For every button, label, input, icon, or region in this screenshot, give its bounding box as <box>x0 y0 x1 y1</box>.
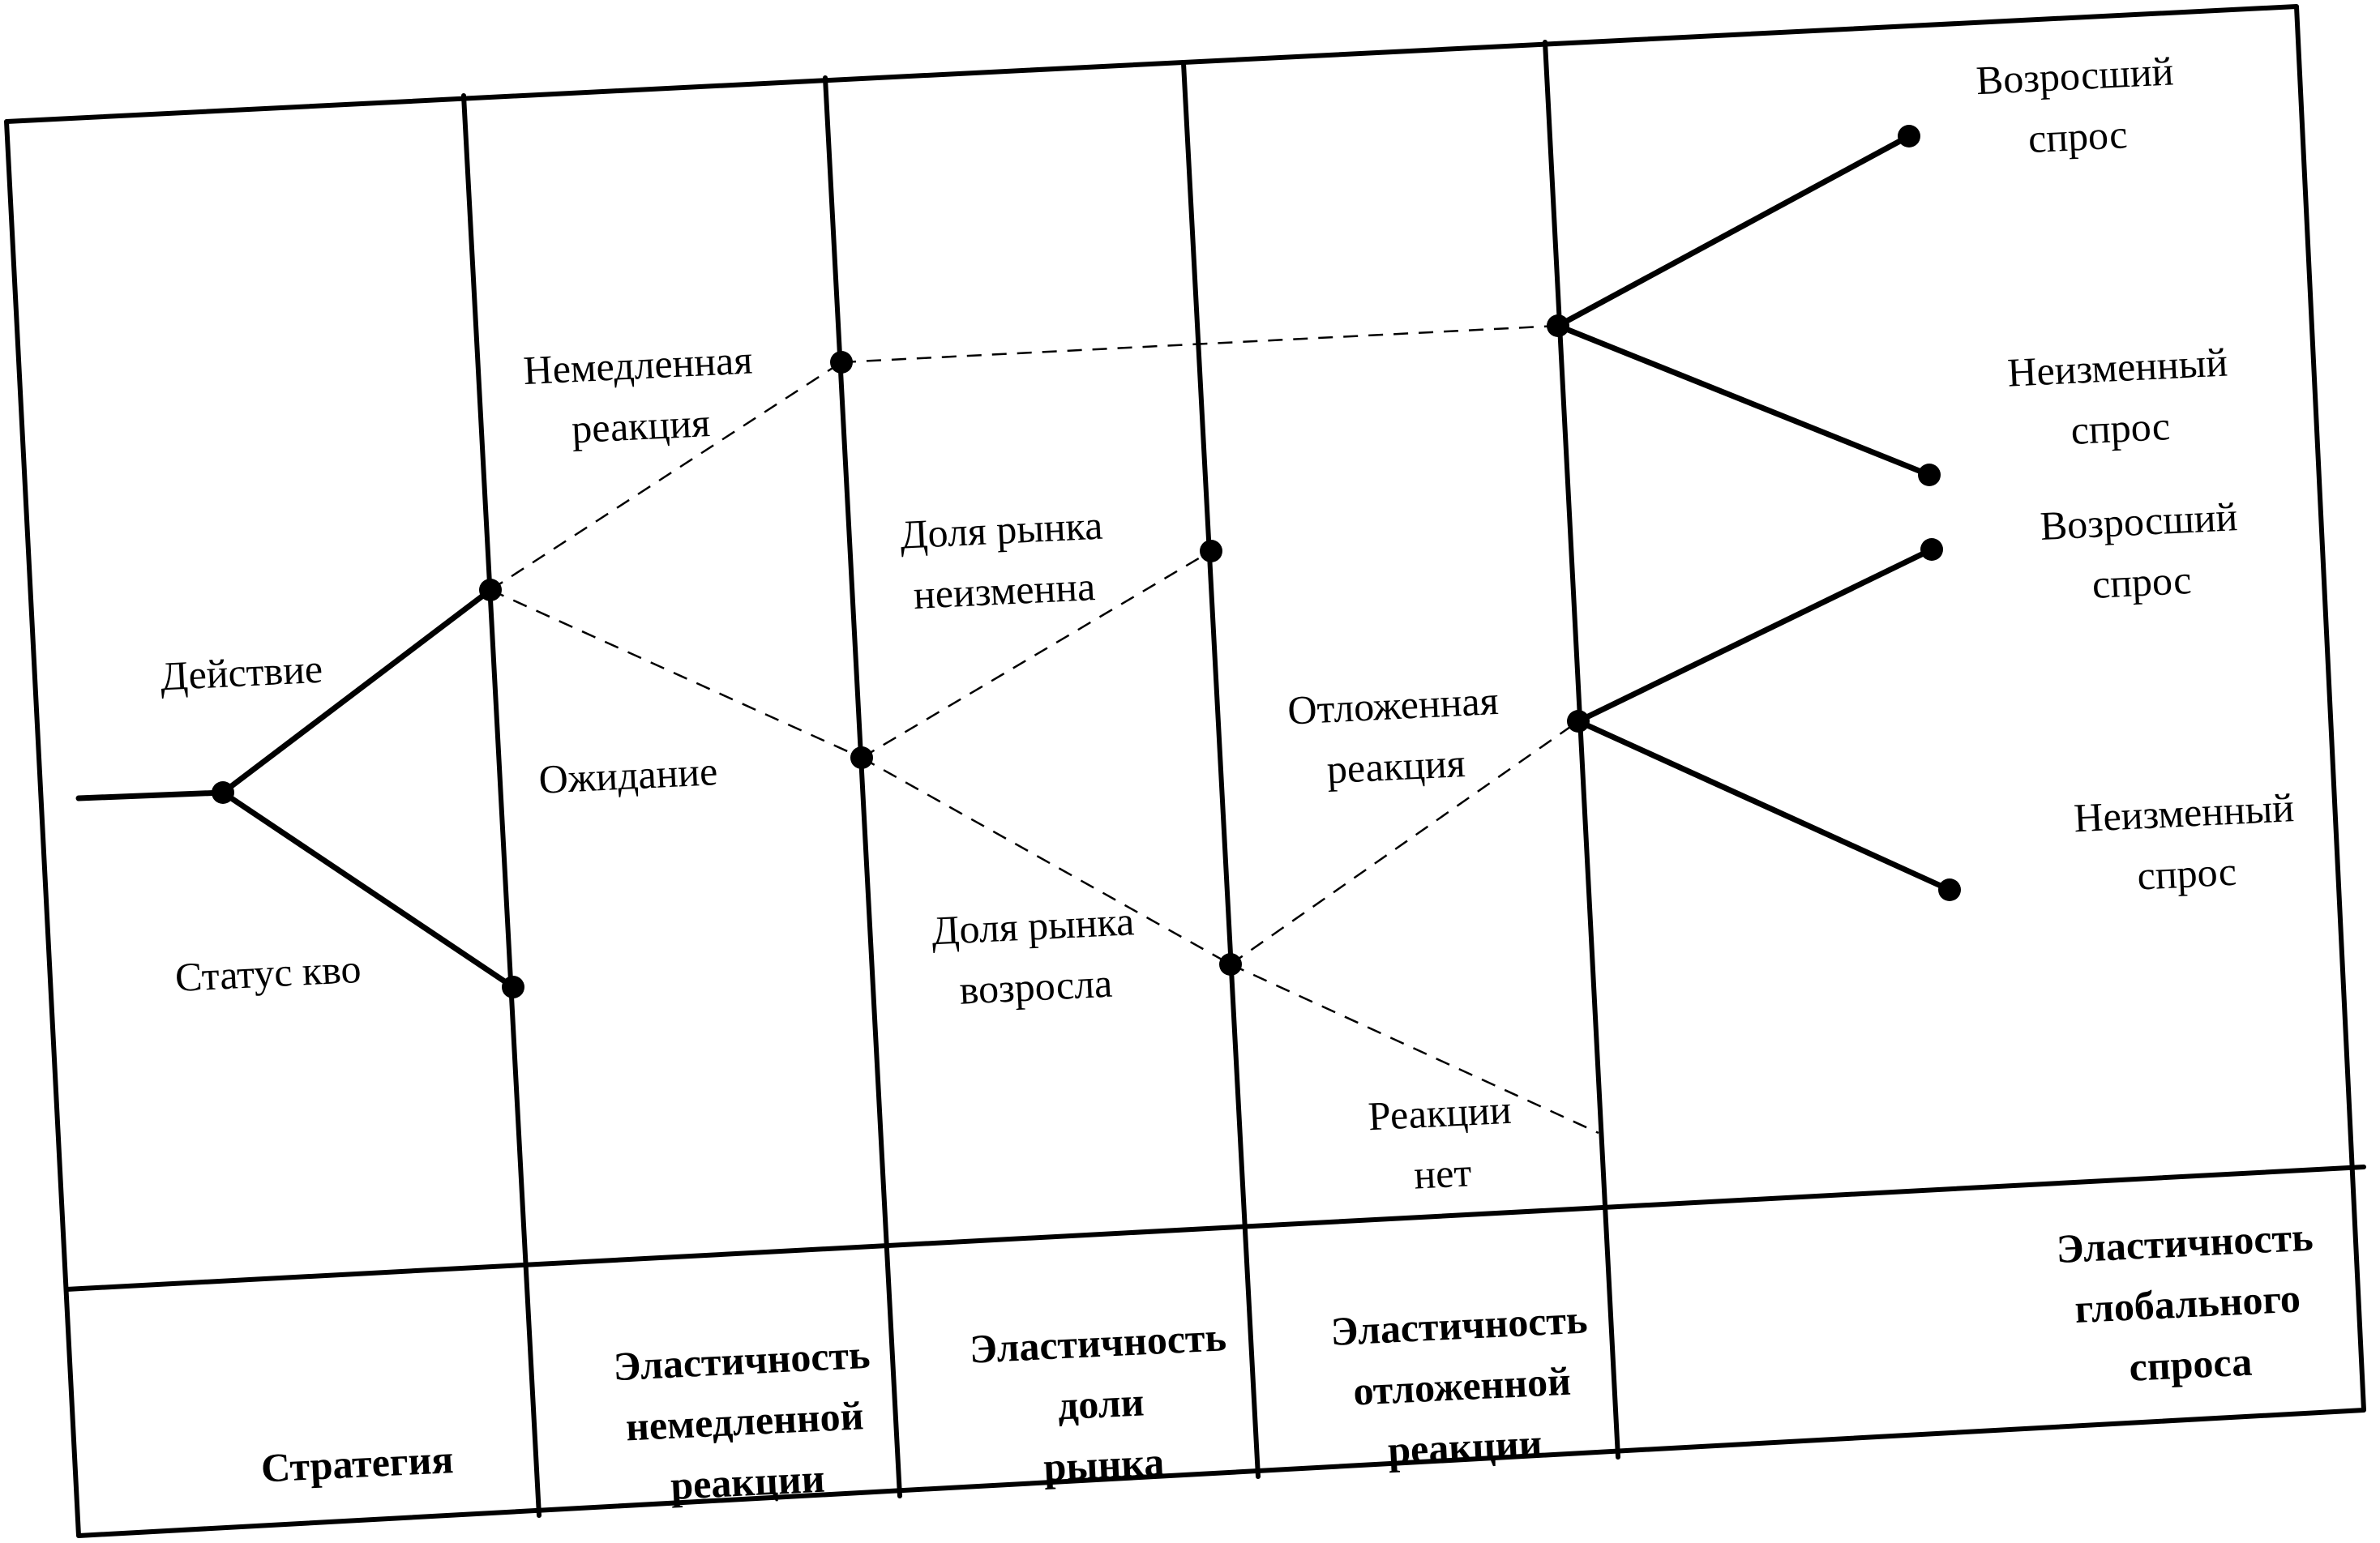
diagram-frame <box>4 4 2366 1538</box>
column-divider-1 <box>461 93 541 1518</box>
header-delayed-line3: реакции <box>1387 1420 1543 1472</box>
global-demand-node-bottom <box>1567 710 1590 733</box>
header-global-demand-line3: спроса <box>2128 1339 2253 1390</box>
header-delayed-line1: Эластичность <box>1329 1297 1588 1354</box>
demand-grown-top-label-line1: Возросший <box>1975 48 2174 103</box>
delayed-reaction-label-line2: реакция <box>1325 740 1466 792</box>
waiting-label: Ожидание <box>537 748 718 802</box>
demand-same-top-branch <box>1555 323 1933 478</box>
demand-same-top-label-line2: спрос <box>2070 403 2171 453</box>
immediate-reaction-label-line2: реакция <box>571 400 711 451</box>
status-quo-node <box>502 976 524 998</box>
share-unchanged-label-line1: Доля рынка <box>899 502 1103 558</box>
column-divider-4 <box>1543 40 1620 1460</box>
demand-same-top-label-line1: Неизменный <box>2006 340 2228 395</box>
delayed-reaction-branch <box>1230 720 1579 966</box>
share-unchanged-branch <box>861 549 1212 759</box>
demand-grown-top-branch <box>1555 133 1912 329</box>
action-node <box>479 579 502 601</box>
action-label: Действие <box>159 646 323 699</box>
demand-same-bottom-label-line2: спрос <box>2136 848 2237 899</box>
header-delayed-line2: отложенной <box>1352 1358 1572 1414</box>
header-immediate-line2: немедленной <box>625 1392 865 1449</box>
header-market-share-line1: Эластичность <box>969 1314 1227 1371</box>
share-grown-node <box>1219 953 1242 976</box>
header-strategy: Стратегия <box>260 1436 455 1491</box>
demand-same-bottom-node <box>1938 878 1961 901</box>
header-global-demand-line2: глобального <box>2074 1276 2301 1332</box>
immediate-to-demand-link <box>841 324 1559 364</box>
waiting-node <box>850 746 873 769</box>
header-immediate-line1: Эластичность <box>612 1331 871 1389</box>
share-grown-label-line1: Доля рынка <box>931 898 1135 953</box>
action-branch <box>220 587 494 796</box>
header-market-share-line2: доли <box>1057 1378 1145 1428</box>
status-quo-branch <box>220 789 516 990</box>
demand-grown-bottom-label-line2: спрос <box>2091 557 2193 607</box>
demand-same-top-node <box>1918 464 1941 486</box>
root-node <box>212 781 234 804</box>
header-market-share-line3: рынка <box>1042 1438 1165 1490</box>
demand-grown-bottom-branch <box>1575 546 1935 724</box>
root-branch <box>75 789 226 801</box>
demand-grown-bottom-label-line1: Возросший <box>2039 494 2238 549</box>
column-divider-3 <box>1181 61 1261 1479</box>
header-immediate-line3: реакции <box>670 1455 826 1508</box>
immediate-reaction-label-line1: Немедленная <box>522 336 753 393</box>
demand-same-bottom-branch <box>1575 718 1953 893</box>
demand-same-bottom-label-line1: Неизменный <box>2073 784 2295 840</box>
no-reaction-branch <box>1230 963 1599 1135</box>
header-row-divider <box>64 1165 2366 1292</box>
demand-grown-top-node <box>1898 125 1920 147</box>
no-reaction-label-line1: Реакции <box>1367 1087 1512 1139</box>
immediate-reaction-node <box>830 351 853 374</box>
global-demand-node-top <box>1547 314 1569 337</box>
share-unchanged-node <box>1200 540 1222 562</box>
waiting-branch <box>490 588 863 759</box>
demand-grown-top-label-line2: спрос <box>2027 111 2129 161</box>
share-unchanged-label-line2: неизменна <box>913 563 1097 618</box>
no-reaction-label-line2: нет <box>1413 1149 1473 1197</box>
delayed-reaction-label-line1: Отложенная <box>1286 677 1500 733</box>
share-grown-label-line2: возросла <box>958 960 1113 1013</box>
status-quo-label: Статус кво <box>174 946 362 1000</box>
share-grown-branch <box>861 756 1231 966</box>
header-global-demand-line1: Эластичность <box>2055 1214 2314 1272</box>
column-divider-2 <box>823 75 902 1498</box>
immediate-reaction-branch <box>490 361 842 592</box>
demand-grown-bottom-node <box>1920 538 1943 561</box>
